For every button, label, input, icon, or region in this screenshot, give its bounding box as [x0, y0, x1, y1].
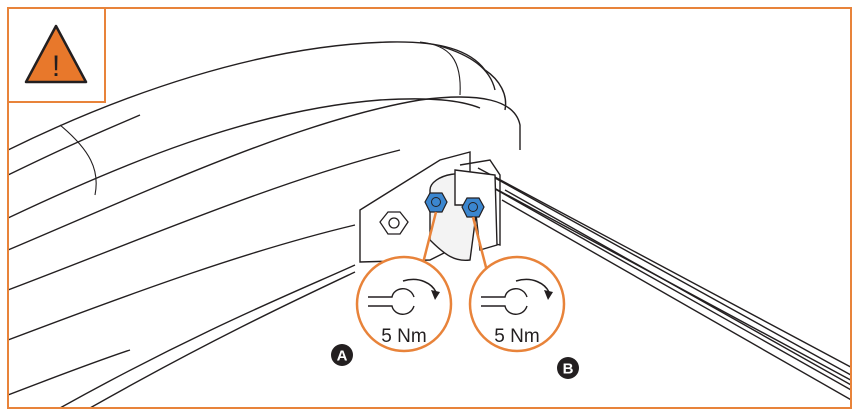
wrench-icon — [368, 278, 440, 315]
marker-b: B — [557, 357, 579, 379]
frame-drawing: 5 Nm 5 Nm A B — [8, 41, 851, 408]
bolt-a — [424, 192, 448, 213]
marker-b-label: B — [563, 361, 574, 378]
handle-tube — [8, 41, 507, 219]
wrench-icon — [481, 278, 553, 315]
page-frame — [7, 7, 852, 409]
warning-symbol: ! — [52, 50, 60, 83]
frame-body — [8, 96, 521, 408]
warning-box: ! — [7, 7, 106, 103]
torque-label-b: 5 Nm — [494, 326, 539, 347]
hex-nut — [379, 211, 409, 235]
torque-label-a: 5 Nm — [381, 326, 426, 347]
marker-a-label: A — [337, 348, 348, 365]
callout-b: 5 Nm — [468, 255, 566, 353]
bolt-b — [461, 197, 485, 218]
callout-a: 5 Nm — [355, 255, 453, 353]
warning-triangle-icon: ! — [24, 24, 88, 84]
marker-a: A — [331, 344, 353, 366]
